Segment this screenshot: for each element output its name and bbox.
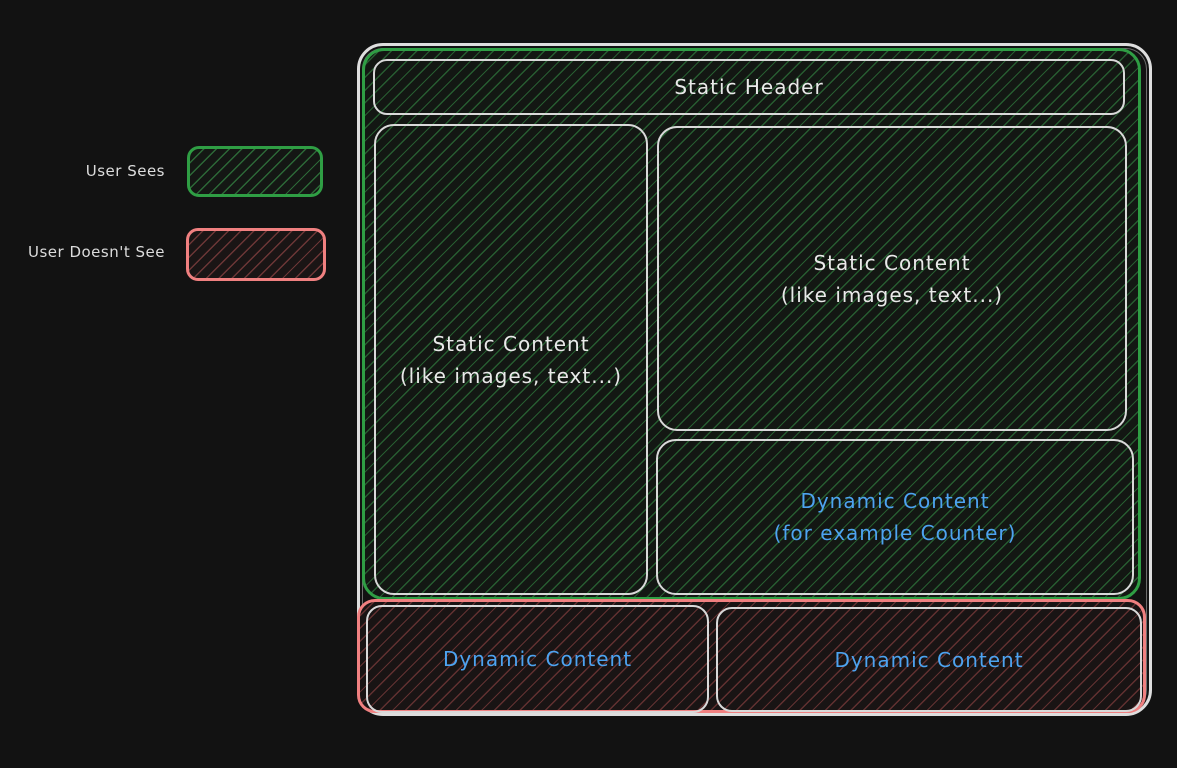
legend-label-user-sees: User Sees bbox=[85, 162, 165, 180]
right-dynamic-content-line2: (for example Counter) bbox=[773, 521, 1017, 545]
bottom-left-dynamic-label: Dynamic Content bbox=[442, 647, 633, 671]
right-static-content-line2: (like images, text...) bbox=[780, 282, 1004, 307]
right-dynamic-content-box: Dynamic Content (for example Counter) bbox=[656, 439, 1134, 595]
legend-swatch-user-sees bbox=[187, 146, 323, 197]
legend-swatch-user-doesnt-see bbox=[186, 228, 326, 281]
left-static-content-line2: (like images, text...) bbox=[399, 363, 623, 388]
left-static-content-box: Static Content (like images, text...) bbox=[374, 124, 648, 595]
left-static-content-line1: Static Content bbox=[432, 331, 590, 356]
static-header-label: Static Header bbox=[674, 75, 824, 99]
right-static-content-box: Static Content (like images, text...) bbox=[657, 126, 1127, 431]
bottom-right-dynamic-box: Dynamic Content bbox=[716, 607, 1142, 712]
page-frame: Static Header Static Content (like image… bbox=[357, 43, 1152, 716]
legend-label-user-doesnt-see: User Doesn't See bbox=[28, 243, 165, 261]
right-dynamic-content-line1: Dynamic Content bbox=[800, 489, 990, 513]
right-static-content-line1: Static Content bbox=[813, 250, 971, 275]
visible-region: Static Header Static Content (like image… bbox=[362, 48, 1141, 600]
bottom-right-dynamic-label: Dynamic Content bbox=[834, 647, 1024, 672]
hidden-region: Dynamic Content Dynamic Content bbox=[357, 599, 1146, 713]
bottom-left-dynamic-box: Dynamic Content bbox=[366, 605, 709, 713]
static-header-box: Static Header bbox=[373, 59, 1125, 115]
